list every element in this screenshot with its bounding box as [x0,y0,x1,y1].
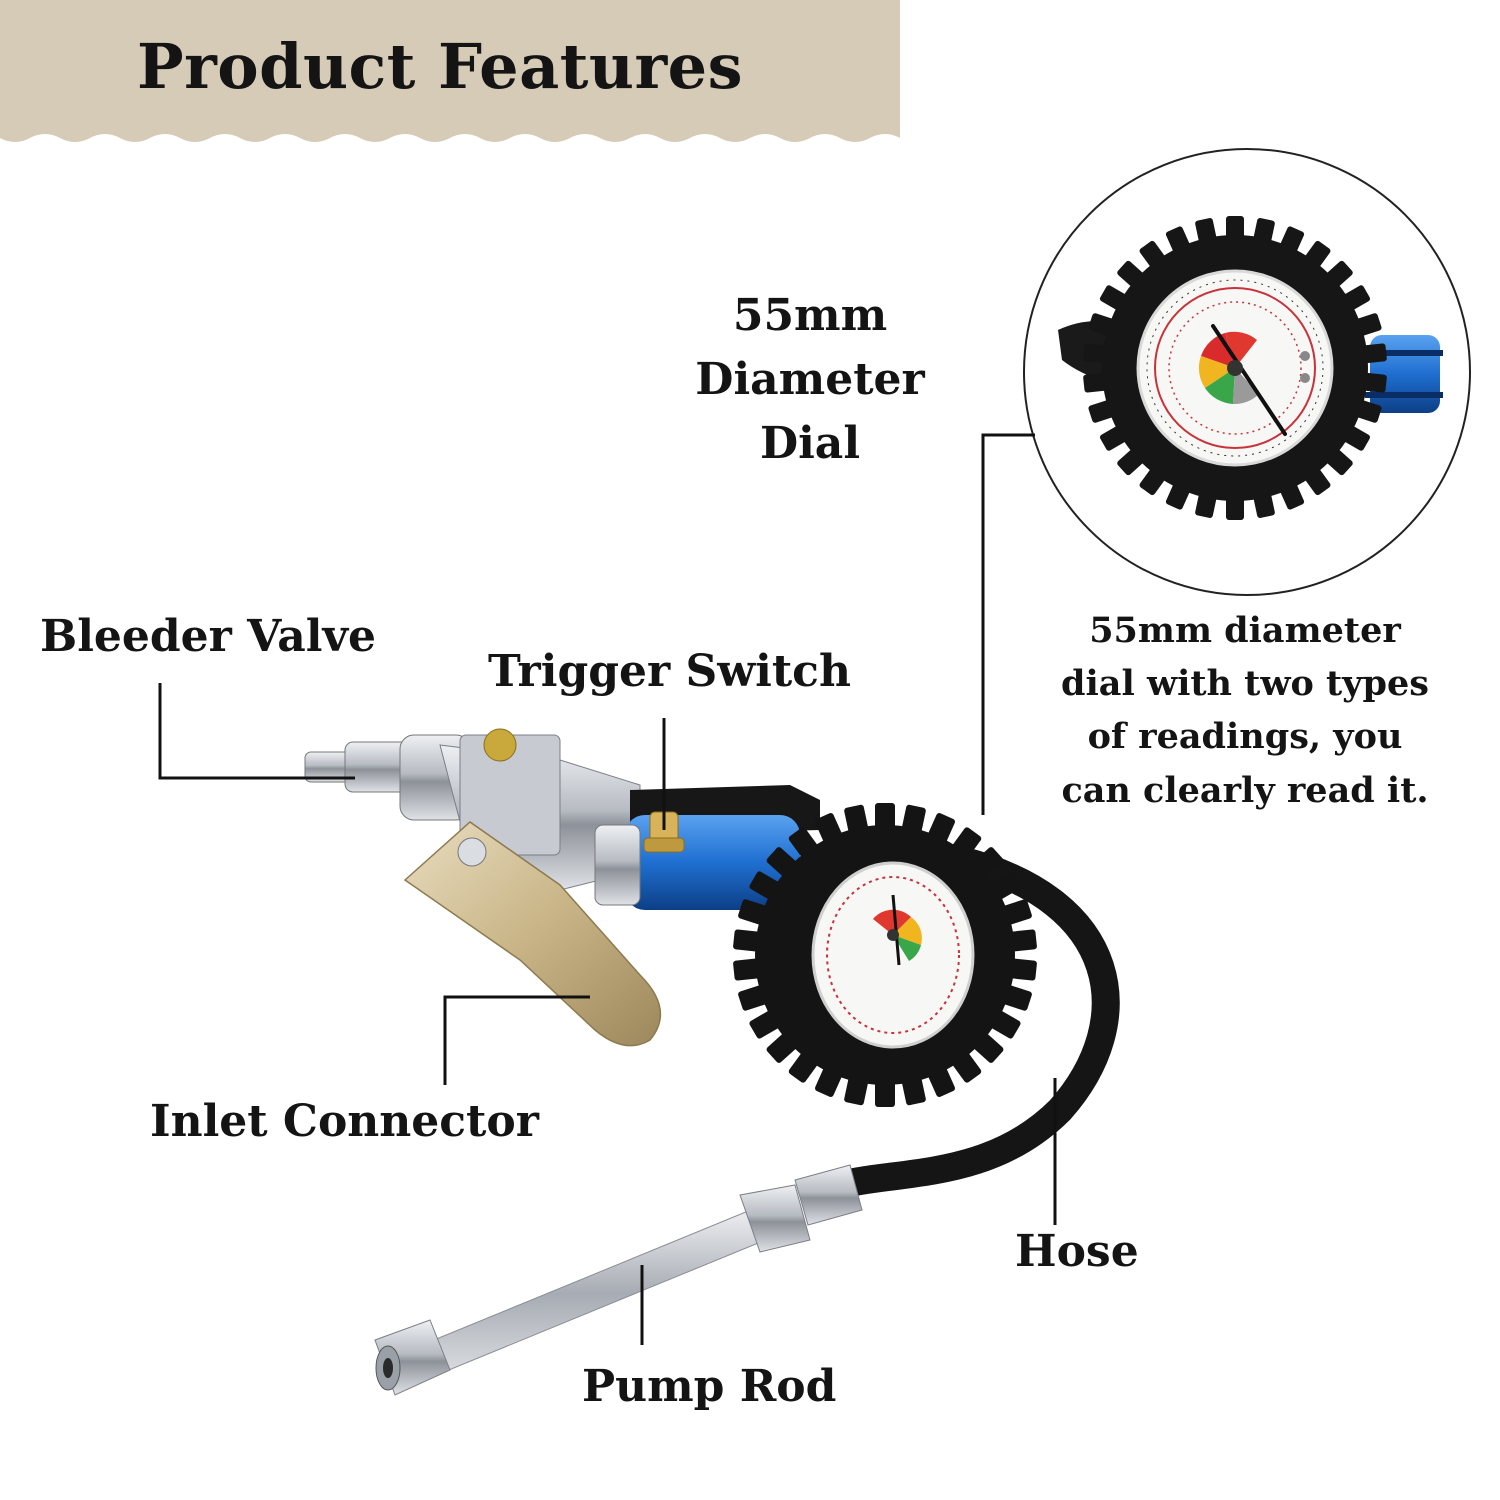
callout-line-bleeder [158,683,355,780]
label-trigger-switch: Trigger Switch [488,646,851,697]
header-banner: Product Features [0,0,900,142]
label-hose: Hose [1015,1226,1139,1277]
page-title: Product Features [136,30,744,103]
banner-background [0,0,900,142]
callout-line-inlet [443,995,590,1085]
callout-lines [158,433,1057,1345]
label-bleeder-valve: Bleeder Valve [40,611,377,662]
label-inlet-connector: Inlet Connector [150,1096,539,1147]
pump-rod-illustration [374,1164,863,1396]
callout-line-dial [981,433,1035,815]
hose-tube [826,846,1120,1199]
dial-description: 55mm diameter dial with two types of rea… [1061,610,1429,811]
gun-body-illustration [304,728,820,1047]
label-dial: 55mm Diameter Dial [695,290,925,469]
gun-gauge-illustration [732,803,1038,1107]
label-pump-rod: Pump Rod [582,1361,837,1412]
dial-zoom-circle [1023,148,1471,596]
